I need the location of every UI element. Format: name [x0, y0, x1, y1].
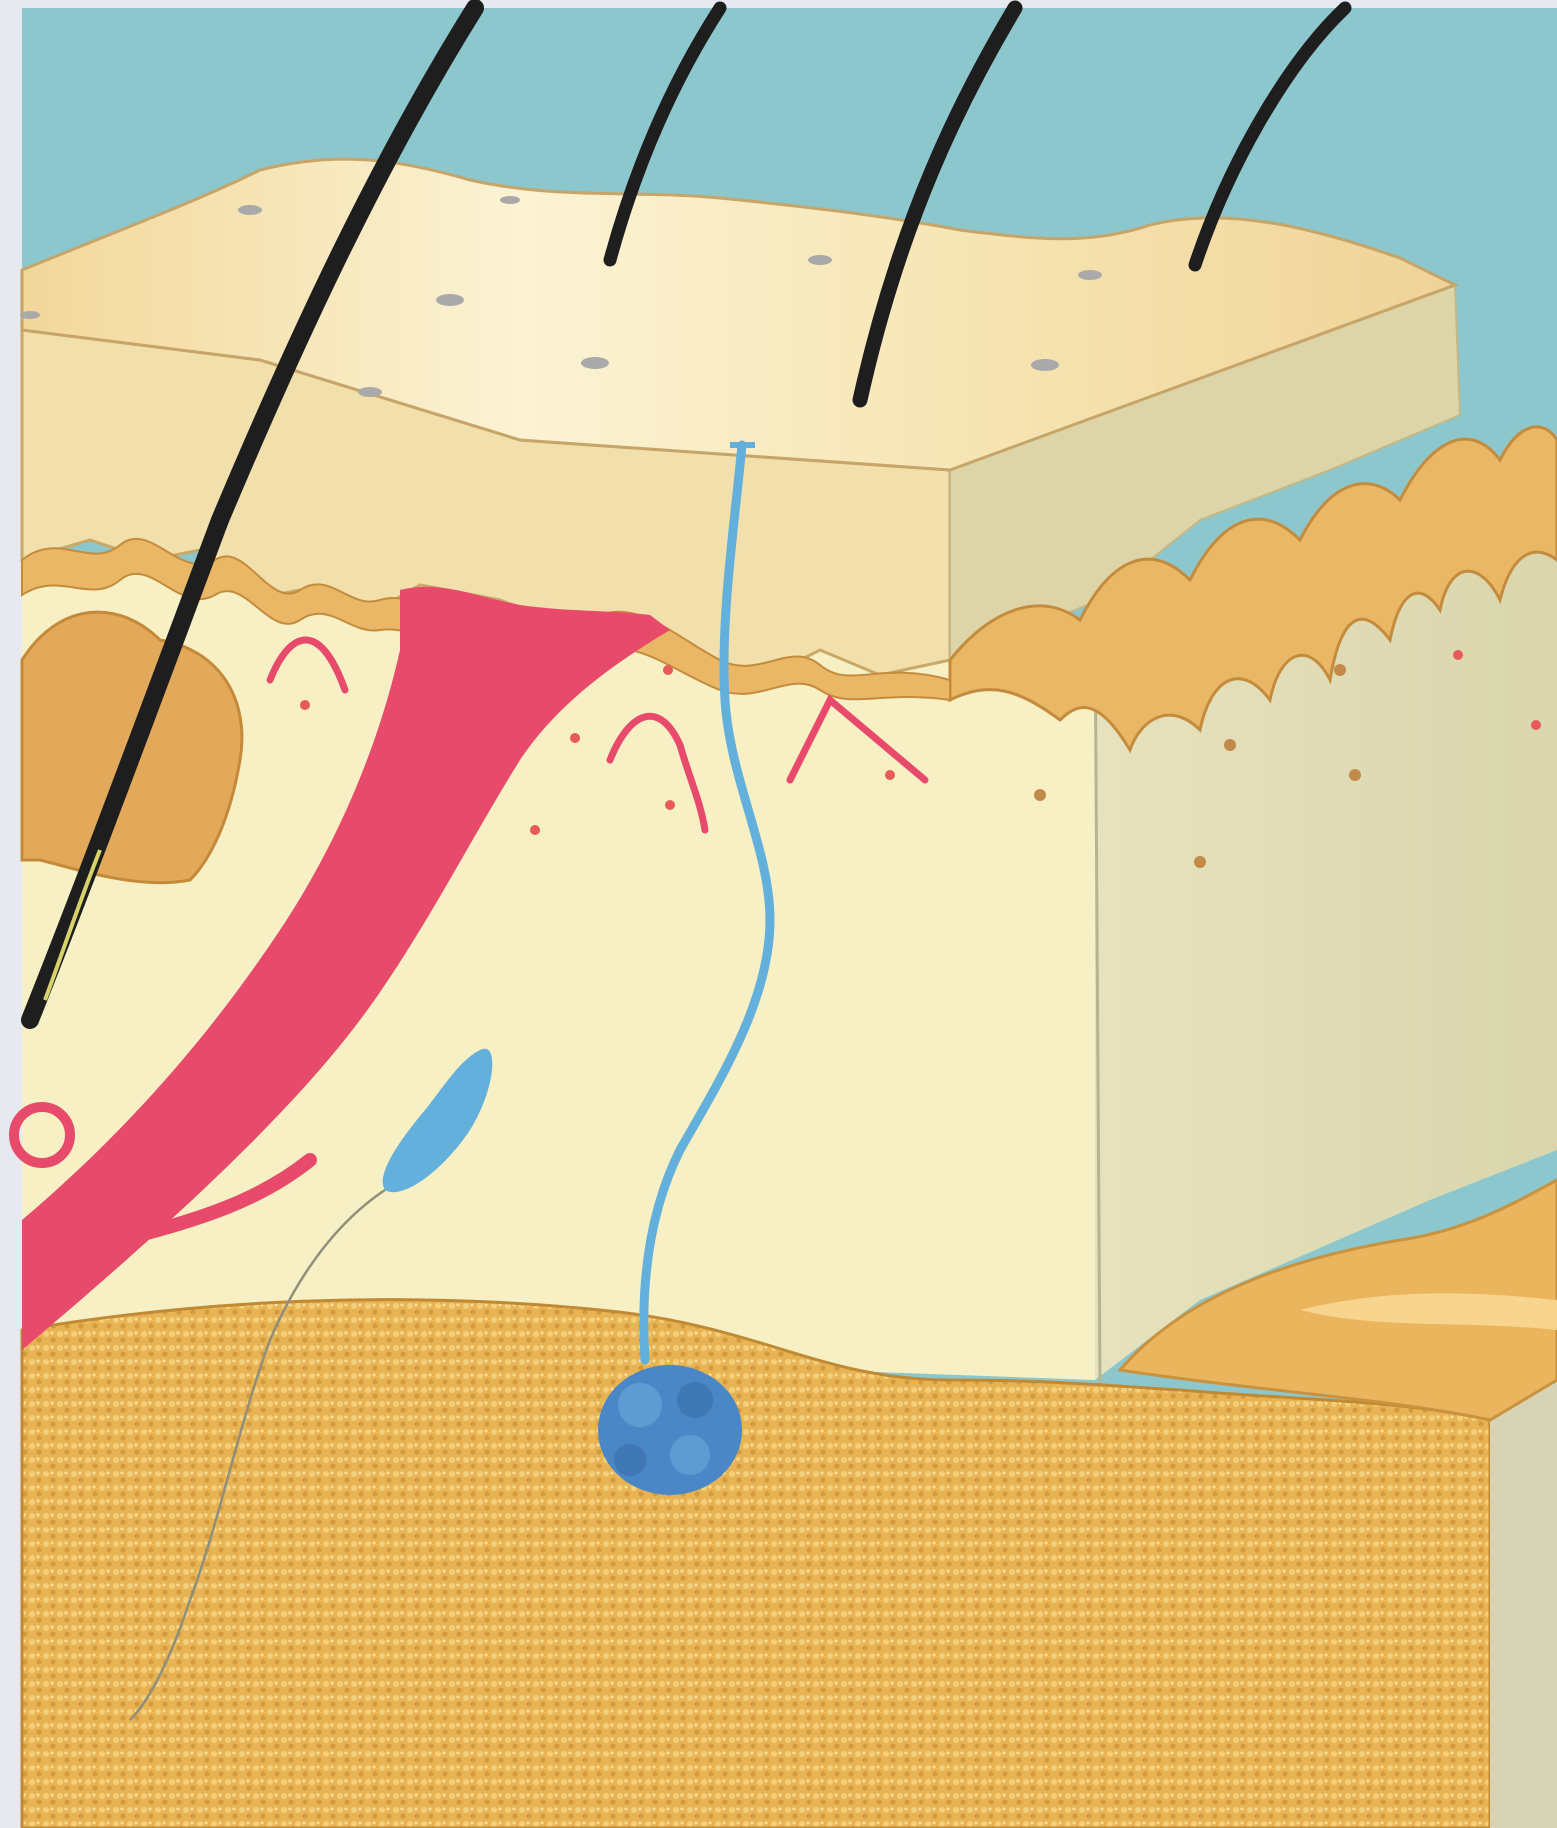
sweat-gland: [598, 1365, 742, 1495]
fat-side-face: [1490, 1380, 1557, 1828]
